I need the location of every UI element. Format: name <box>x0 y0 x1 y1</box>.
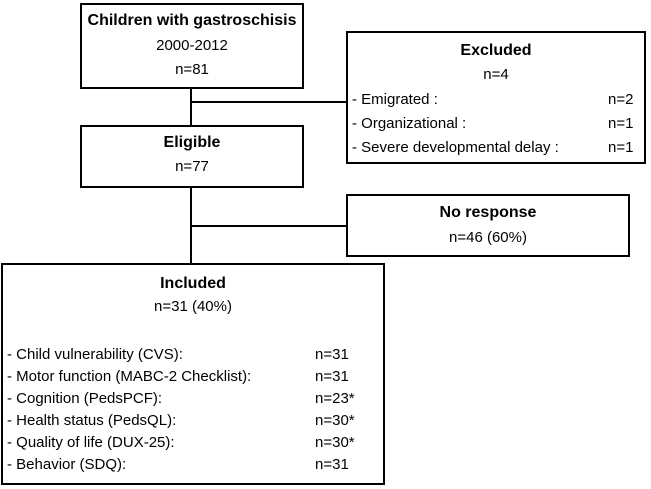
no-response-box: No response n=46 (60%) <box>346 194 630 257</box>
included-item-label: - Behavior (SDQ): <box>7 456 127 473</box>
no-response-count: n=46 (60%) <box>449 229 527 246</box>
included-item-label: - Child vulnerability (CVS): <box>7 346 183 363</box>
connector-to-excluded <box>190 101 347 103</box>
connector-start-eligible <box>190 88 192 126</box>
included-box: Included n=31 (40%) - Child vulnerabilit… <box>1 263 385 485</box>
included-item-count: n=30* <box>315 434 355 451</box>
start-title: Children with gastroschisis <box>87 12 297 29</box>
excluded-count: n=4 <box>483 66 509 83</box>
excluded-title: Excluded <box>460 42 532 59</box>
included-item-count: n=30* <box>315 412 355 429</box>
eligible-box: Eligible n=77 <box>80 125 304 188</box>
excluded-item-count: n=1 <box>608 115 634 132</box>
included-item-count: n=31 <box>315 368 349 385</box>
start-box: Children with gastroschisis 2000-2012 n=… <box>80 3 304 89</box>
included-title: Included <box>160 275 226 292</box>
excluded-box: Excluded n=4 - Emigrated : n=2 - Organiz… <box>346 31 646 164</box>
eligible-count: n=77 <box>175 158 209 175</box>
included-item-count: n=31 <box>315 346 349 363</box>
included-item-label: - Quality of life (DUX-25): <box>7 434 175 451</box>
included-item-label: - Motor function (MABC-2 Checklist): <box>7 368 252 385</box>
included-item-count: n=31 <box>315 456 349 473</box>
included-item-label: - Health status (PedsQL): <box>7 412 177 429</box>
included-item-count: n=23* <box>315 390 355 407</box>
start-years: 2000-2012 <box>156 37 228 54</box>
no-response-title: No response <box>439 204 537 221</box>
excluded-item-count: n=1 <box>608 139 634 156</box>
excluded-item-label: - Emigrated : <box>352 91 438 108</box>
start-count: n=81 <box>175 61 209 78</box>
connector-to-no-response <box>190 225 347 227</box>
excluded-item-label: - Organizational : <box>352 115 467 132</box>
included-item-label: - Cognition (PedsPCF): <box>7 390 163 407</box>
included-count: n=31 (40%) <box>154 298 232 315</box>
excluded-item-label: - Severe developmental delay : <box>352 139 559 156</box>
excluded-item-count: n=2 <box>608 91 634 108</box>
eligible-title: Eligible <box>163 134 221 151</box>
